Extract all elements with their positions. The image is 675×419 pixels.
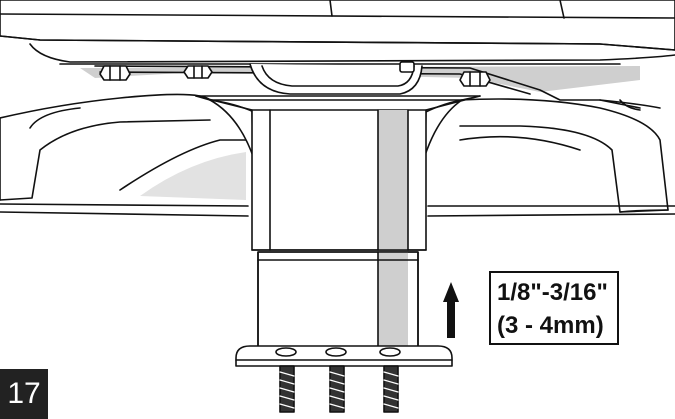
upper-column: [251, 109, 427, 251]
hex-nut: [183, 65, 213, 79]
frame-shade: [140, 152, 246, 200]
tabletop-panel: [0, 0, 675, 65]
hex-nut: [459, 71, 491, 87]
lower-column: [257, 251, 419, 351]
measurement-imperial: 1/8"-3/16": [497, 279, 608, 306]
mounting-bracket: [94, 61, 661, 109]
arrow-up-icon: [443, 282, 459, 338]
bolt: [329, 365, 345, 413]
bolt: [279, 365, 295, 413]
step-number-badge: 17: [0, 369, 48, 419]
hex-nut: [99, 65, 131, 81]
measurement-callout: 1/8"-3/16" (3 - 4mm): [489, 271, 619, 345]
base-frame: [0, 93, 675, 217]
bolt: [383, 365, 399, 413]
measurement-metric: (3 - 4mm): [497, 312, 604, 339]
foot-plate: [235, 345, 453, 367]
underside-shade: [80, 66, 640, 92]
